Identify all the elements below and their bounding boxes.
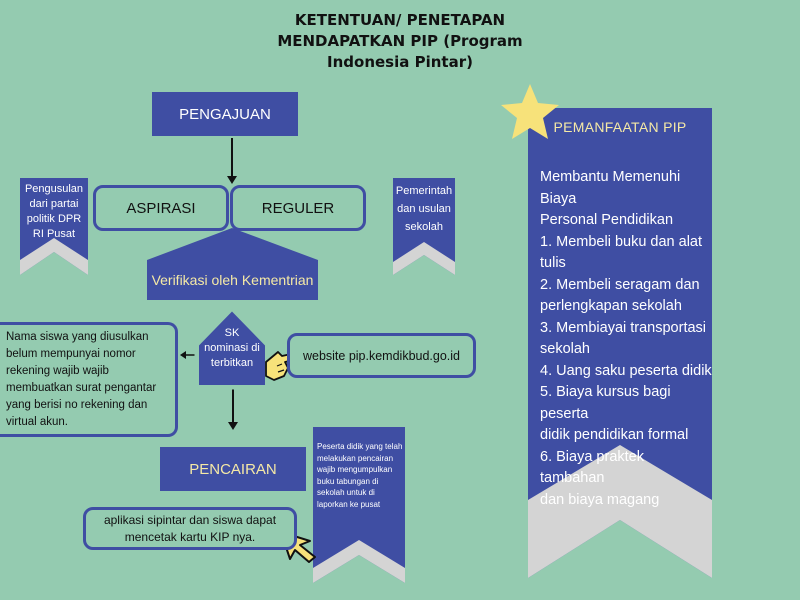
ribbon-peserta [313, 427, 405, 583]
pencairan-label: PENCAIRAN [189, 460, 277, 478]
pengajuan-box: PENGAJUAN [152, 92, 298, 136]
title-line-3: Indonesia Pintar) [327, 53, 473, 71]
pemanfaatan-line: perlengkapan sekolah [540, 298, 682, 314]
ribbon-left-chevron [20, 238, 88, 275]
ribbon-right-chevron [393, 242, 455, 275]
aspirasi-label: ASPIRASI [126, 199, 196, 217]
title-line-2: MENDAPATKAN PIP (Program [277, 32, 523, 50]
pemanfaatan-line: 2. Membeli seragam dan [540, 276, 700, 293]
pemanfaatan-line: didik pendidikan formal [540, 427, 689, 443]
star-icon [501, 84, 559, 139]
website-text: website pip.kemdikbud.go.id [302, 348, 461, 363]
pemanfaatan-line: dan biaya magang [540, 491, 660, 508]
sk-text: SK nominasi di terbitkan [204, 327, 260, 369]
chevron-connector [147, 228, 318, 262]
pemanfaatan-line: 1. Membeli buku dan alat tulis [540, 233, 703, 272]
ribbon-left-text: Pengusulan dari partai politik DPR RI Pu… [24, 183, 84, 240]
verifikasi-label: Verifikasi oleh Kementrian [151, 272, 314, 288]
verifikasi-box: Verifikasi oleh Kementrian [147, 262, 318, 300]
pemanfaatan-line: 3. Membiayai transportasi [540, 319, 707, 336]
pemanfaatan-list: Membantu Memenuhi Biaya Personal Pendidi… [540, 167, 712, 511]
pemanfaatan-line: sekolah [540, 341, 590, 357]
ribbon-peserta-chevron [313, 540, 405, 583]
website-box: website pip.kemdikbud.go.id [287, 333, 476, 378]
arrow-head-3 [180, 351, 186, 359]
ribbon-right [393, 178, 455, 275]
pemanfaatan-line: 6. Biaya praktek tambahan [540, 448, 644, 487]
aplikasi-text: aplikasi sipintar dan siswa dapat mencet… [103, 512, 277, 544]
ribbon-pemanfaatan [528, 108, 712, 578]
ribbon-peserta-text: Peserta didik yang telah melakukan penca… [317, 442, 403, 509]
arrow-head-1 [227, 176, 237, 184]
reguler-label: REGULER [261, 199, 335, 217]
pemanfaatan-line: Personal Pendidikan [540, 212, 674, 228]
reguler-box: REGULER [230, 185, 366, 231]
pencairan-box: PENCAIRAN [160, 447, 306, 491]
nama-siswa-text: Nama siswa yang diusulkan belum mempunya… [6, 330, 157, 428]
aplikasi-box: aplikasi sipintar dan siswa dapat mencet… [83, 507, 297, 550]
nama-siswa-box: Nama siswa yang diusulkan belum mempunya… [0, 322, 178, 437]
aspirasi-box: ASPIRASI [93, 185, 229, 231]
ribbon-pemanfaatan-chevron [528, 445, 712, 578]
page-title: KETENTUAN/ PENETAPAN MENDAPATKAN PIP (Pr… [150, 10, 650, 73]
arrow-head-2 [228, 422, 238, 430]
pemanfaatan-line: Membantu Memenuhi Biaya [540, 169, 681, 207]
title-line-1: KETENTUAN/ PENETAPAN [294, 11, 506, 29]
pemanfaatan-header: PEMANFAATAN PIP [553, 119, 687, 135]
pemanfaatan-line: 4. Uang saku peserta didik [540, 362, 712, 379]
ribbon-right-text: Pemerintah dan usulan sekolah [395, 185, 453, 233]
pengajuan-label: PENGAJUAN [179, 105, 271, 123]
pemanfaatan-line: 5. Biaya kursus bagi peserta [540, 384, 671, 422]
